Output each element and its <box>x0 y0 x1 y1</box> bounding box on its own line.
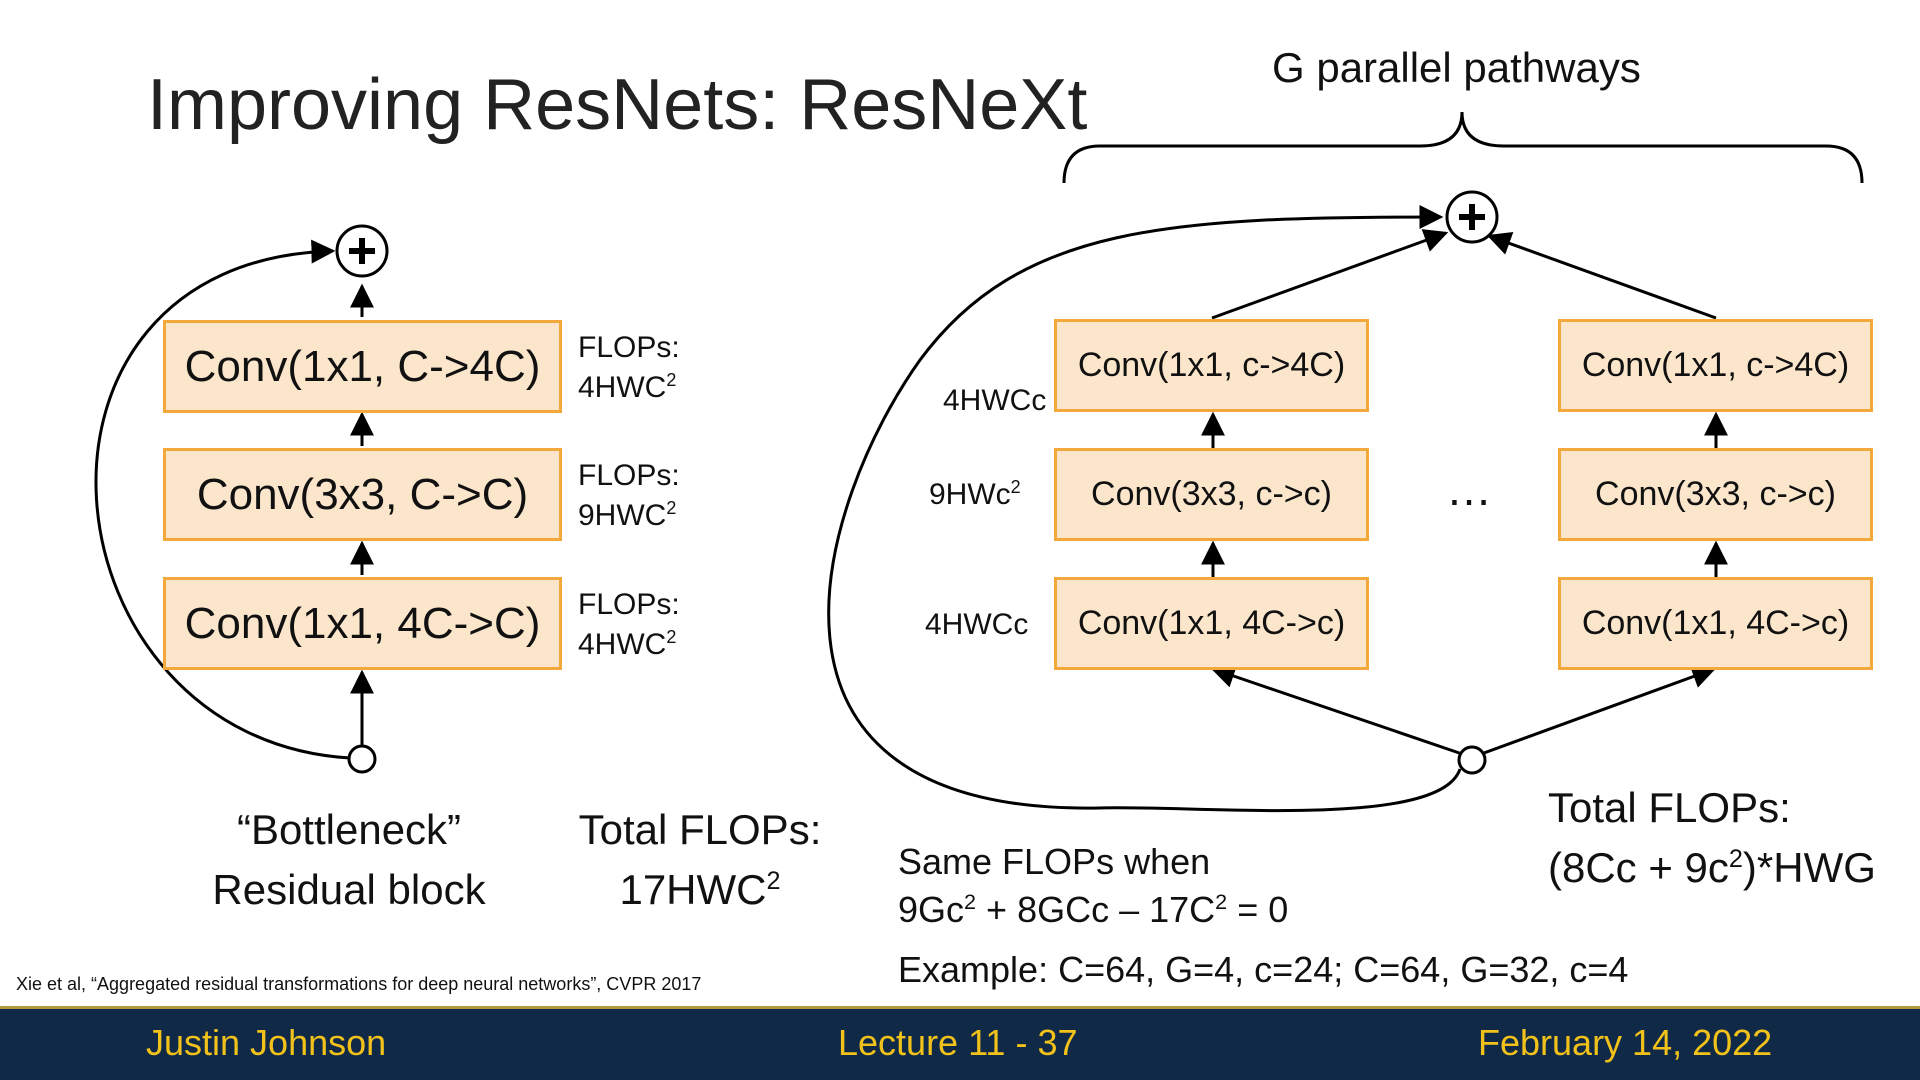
side-flops-bottom: 4HWCc <box>925 608 1029 641</box>
path1-conv-3x3-box: Conv(3x3, c->c) <box>1054 448 1369 541</box>
conv-3x3-box: Conv(3x3, C->C) <box>163 448 562 541</box>
side-flops-mid: 9HWc2 <box>929 477 1021 511</box>
right-arrow-out-2 <box>1486 232 1717 320</box>
bottleneck-caption: “Bottleneck” Residual block <box>212 806 486 913</box>
citation: Xie et al, “Aggregated residual transfor… <box>16 974 702 994</box>
path1-conv-1x1-reduce-box: Conv(1x1, 4C->c) <box>1054 577 1369 670</box>
pathG-conv-1x1-expand-box: Conv(1x1, c->4C) <box>1558 319 1873 412</box>
conv-1x1-expand-box: Conv(1x1, C->4C) <box>163 320 562 413</box>
left-sum-node <box>335 224 389 278</box>
left-input-node <box>347 744 377 774</box>
right-arrow-in-2 <box>1472 665 1717 759</box>
pathways-ellipsis: … <box>1446 463 1492 515</box>
left-total-flops: Total FLOPs: 17HWC2 <box>578 806 822 913</box>
right-input-node <box>1457 745 1487 775</box>
flops-annotation-top: FLOPs: 4HWC2 <box>578 331 680 404</box>
right-sum-node <box>1445 190 1499 244</box>
same-flops-condition: Same FLOPs when 9Gc2 + 8GCc – 17C2 = 0 <box>898 841 1289 930</box>
flops-annotation-bottom: FLOPs: 4HWC2 <box>578 588 680 661</box>
curly-brace <box>1062 111 1864 184</box>
right-arrow-out-1 <box>1211 229 1449 320</box>
brace-label: G parallel pathways <box>1272 44 1641 91</box>
footer-date: February 14, 2022 <box>1478 1022 1773 1063</box>
path1-conv-1x1-expand-box: Conv(1x1, c->4C) <box>1054 319 1369 412</box>
footer-author: Justin Johnson <box>146 1022 387 1063</box>
footer-bar <box>0 1006 1920 1080</box>
conv-1x1-reduce-box: Conv(1x1, 4C->C) <box>163 577 562 670</box>
flops-annotation-mid: FLOPs: 9HWC2 <box>578 459 680 532</box>
right-arrow-in-1 <box>1210 664 1472 759</box>
example-config: Example: C=64, G=4, c=24; C=64, G=32, c=… <box>898 949 1629 990</box>
right-total-flops: Total FLOPs: (8Cc + 9c2)*HWG <box>1548 784 1876 891</box>
left-skip-connection <box>94 239 351 760</box>
pathG-conv-1x1-reduce-box: Conv(1x1, 4C->c) <box>1558 577 1873 670</box>
pathG-conv-3x3-box: Conv(3x3, c->c) <box>1558 448 1873 541</box>
side-flops-top: 4HWCc <box>943 384 1047 417</box>
slide-title: Improving ResNets: ResNeXt <box>147 65 1088 145</box>
right-skip-connection <box>827 205 1462 813</box>
footer-lecture: Lecture 11 - 37 <box>838 1022 1078 1063</box>
